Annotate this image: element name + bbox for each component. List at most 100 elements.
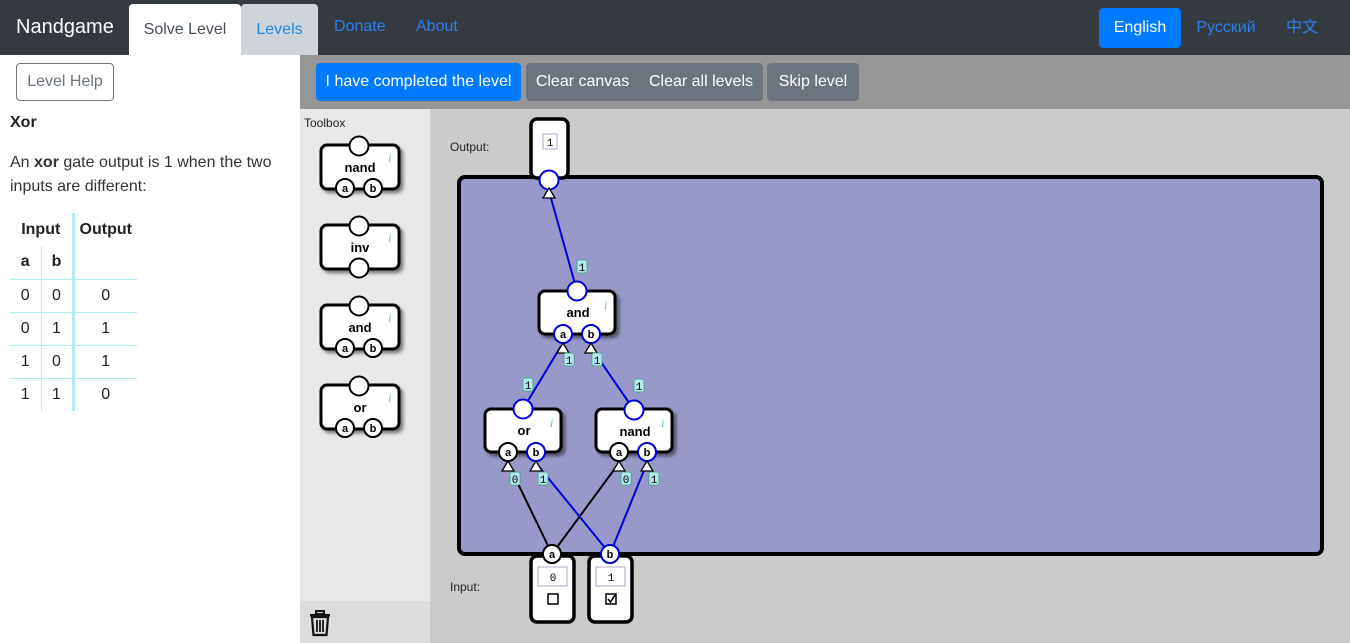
truth-cell: 0	[40, 345, 73, 379]
arrow-icon	[500, 459, 516, 472]
table-row: 0 1 1	[10, 312, 137, 346]
truth-cell: 1	[40, 312, 73, 346]
arrow-icon	[583, 341, 599, 354]
toolbox-item-nand[interactable]: nand a b i	[319, 135, 401, 198]
description-text: An	[10, 154, 35, 171]
pin-label: a	[342, 183, 349, 195]
gate-label: and	[566, 305, 589, 320]
pin-label: a	[505, 447, 512, 459]
pin-label: a	[342, 343, 349, 355]
output-value: 1	[547, 138, 554, 150]
info-icon[interactable]: i	[388, 311, 391, 325]
wire-or-to-and[interactable]	[522, 345, 562, 410]
truth-cell: 1	[71, 312, 137, 346]
clear-canvas-button[interactable]: Clear canvas	[535, 73, 630, 90]
output-pin[interactable]	[538, 169, 560, 191]
pin-label: b	[370, 183, 377, 195]
lang-english-button[interactable]: English	[1099, 8, 1181, 48]
input-label: Input:	[450, 580, 481, 594]
pin-label: b	[370, 343, 377, 355]
wire-and-to-output[interactable]	[548, 190, 578, 292]
wire-value: 1	[540, 475, 547, 487]
wire-value: 0	[623, 475, 630, 487]
gate-nand[interactable]: nand i a b	[594, 399, 674, 472]
input-a-value: 0	[550, 573, 557, 585]
nav-link-donate[interactable]: Donate	[334, 18, 386, 35]
table-row: 1 0 1	[10, 345, 137, 379]
info-icon[interactable]: i	[388, 391, 391, 405]
toolbox-item-inv[interactable]: inv i	[319, 215, 401, 279]
output-label: Output:	[450, 140, 490, 154]
input-b-checkbox[interactable]	[605, 593, 617, 605]
toolbox-label: Toolbox	[304, 116, 346, 130]
truth-subheader-b: b	[40, 246, 73, 280]
wire-a-to-nand[interactable]	[551, 462, 620, 555]
skip-level-button[interactable]: Skip level	[767, 63, 859, 101]
toolbox-item-and[interactable]: and a b i	[319, 295, 401, 358]
nand-output-pin[interactable]	[623, 399, 645, 421]
tab-levels[interactable]: Levels	[241, 4, 318, 55]
lang-chinese-button[interactable]: 中文	[1285, 19, 1318, 36]
truth-cell: 0	[71, 279, 137, 313]
check-icon	[607, 594, 616, 604]
truth-cell: 0	[40, 279, 73, 313]
tab-solve-level[interactable]: Solve Level	[129, 4, 241, 55]
truth-cell: 0	[10, 279, 41, 313]
truth-subheader-a: a	[10, 246, 41, 280]
gate-and[interactable]: and i a b	[537, 280, 617, 354]
wires	[507, 190, 648, 555]
input-a-pin[interactable]	[542, 544, 562, 564]
description-text: gate output is 1 when the two inputs are…	[10, 154, 272, 195]
wire-value: 1	[566, 356, 573, 368]
gate-label: or	[354, 400, 367, 415]
wire-value: 1	[594, 356, 601, 368]
top-navbar: Nandgame Solve Level Levels Donate About…	[0, 0, 1350, 55]
truth-cell: 1	[71, 345, 137, 379]
nav-link-about[interactable]: About	[416, 18, 458, 35]
gate-label: or	[518, 423, 531, 438]
wire-value: 0	[512, 475, 519, 487]
clear-all-levels-button[interactable]: Clear all levels	[648, 73, 754, 90]
input-node-b: 1 b	[587, 544, 634, 624]
info-icon[interactable]: i	[388, 151, 391, 165]
wire-value: 1	[636, 382, 643, 394]
clear-button-group	[526, 63, 763, 101]
toolbox-item-or[interactable]: or a b i	[319, 375, 401, 438]
input-b-pin[interactable]	[600, 544, 620, 564]
truth-cell: 0	[10, 312, 41, 346]
toolbox-panel: Toolbox	[300, 109, 430, 643]
output-node: 1	[529, 117, 570, 199]
info-icon[interactable]: i	[550, 416, 553, 430]
wire-value-tags: 1 1 1 1 1 0 1 0 1	[509, 259, 660, 487]
truth-subheader-out	[71, 246, 137, 280]
wire-value: 1	[579, 263, 586, 275]
input-a-checkbox[interactable]	[547, 593, 559, 605]
info-icon[interactable]: i	[388, 231, 391, 245]
level-toolbar: I have completed the level Clear canvas …	[300, 55, 1350, 109]
wire-value: 1	[651, 475, 658, 487]
info-icon[interactable]: i	[604, 298, 607, 312]
level-description: An xor gate output is 1 when the two inp…	[10, 151, 290, 199]
truth-header-output: Output	[71, 213, 137, 246]
pin-label: a	[616, 447, 623, 459]
completed-level-button[interactable]: I have completed the level	[316, 63, 521, 101]
pin-label: a	[560, 329, 567, 341]
table-row: 0 0 0	[10, 279, 137, 313]
or-output-pin[interactable]	[512, 398, 534, 420]
input-node-a: 0 a	[529, 544, 576, 624]
trash-icon[interactable]	[308, 609, 332, 637]
brand-logo[interactable]: Nandgame	[16, 16, 114, 38]
table-row: 1 1 0	[10, 378, 137, 411]
wire-b-to-nand[interactable]	[609, 462, 648, 555]
description-keyword: xor	[34, 154, 59, 171]
lang-russian-button[interactable]: Русский	[1196, 19, 1256, 36]
info-icon[interactable]: i	[661, 416, 664, 430]
level-help-button[interactable]: Level Help	[16, 63, 114, 101]
truth-table: Input Output a b 0 0 0 0 1 1 1 0 1 1 1 0	[10, 213, 137, 411]
gate-or[interactable]: or i a b	[483, 398, 563, 472]
pin-label: b	[533, 447, 540, 459]
gate-label: nand	[344, 160, 375, 175]
and-output-pin[interactable]	[566, 280, 588, 302]
wire-value: 1	[525, 381, 532, 393]
